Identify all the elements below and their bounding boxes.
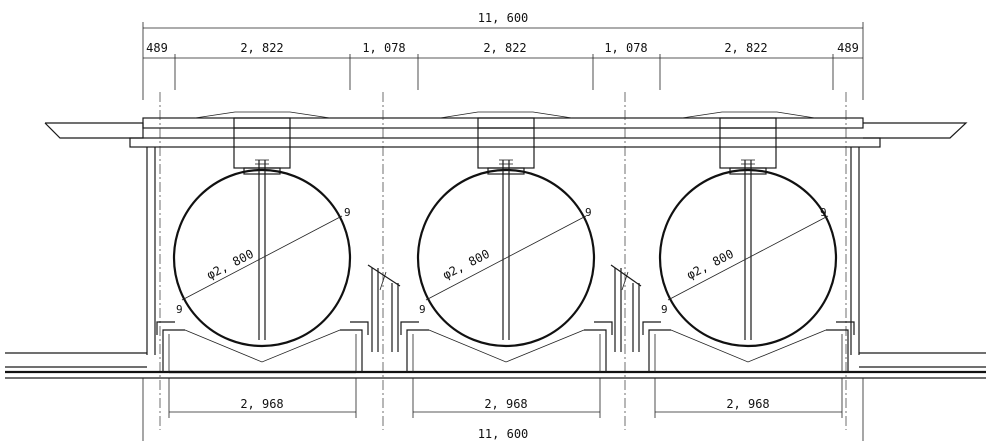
tank-labels: φ2, 800 φ2, 800 φ2, 800 9 9 9 9 9 9 xyxy=(176,206,827,316)
segment-label-1: 489 xyxy=(146,41,168,55)
overall-dimension-top-label: 11, 600 xyxy=(478,11,529,25)
ladder-1 xyxy=(367,264,401,352)
tank-shell-3 xyxy=(658,168,838,348)
diameter-label-2: φ2, 800 xyxy=(440,247,491,282)
wall-label-1a: 9 xyxy=(344,206,351,219)
wall-label-3a: 9 xyxy=(820,206,827,219)
segment-label-2: 2, 822 xyxy=(240,41,283,55)
overall-dimension-top: 11, 600 xyxy=(142,11,864,100)
tank-shell-1 xyxy=(172,168,352,348)
manhole-1 xyxy=(233,117,291,169)
saddle-dimension-label-1: 2, 968 xyxy=(240,397,283,411)
foundation xyxy=(5,352,986,441)
manhole-2 xyxy=(477,117,535,169)
pit-walls xyxy=(146,147,860,355)
tank-shell-2 xyxy=(416,168,596,348)
segment-label-5: 1, 078 xyxy=(604,41,647,55)
wall-label-1b: 9 xyxy=(176,303,183,316)
segment-dimensions-top: 489 2, 822 1, 078 2, 822 1, 078 2, 822 4… xyxy=(143,41,863,90)
segment-label-4: 2, 822 xyxy=(483,41,526,55)
wall-label-3b: 9 xyxy=(661,303,668,316)
top-slab xyxy=(44,111,968,148)
segment-label-3: 1, 078 xyxy=(362,41,405,55)
segment-label-6: 2, 822 xyxy=(724,41,767,55)
tank-2 xyxy=(400,117,613,372)
tank-1 xyxy=(156,117,369,374)
diameter-label-1: φ2, 800 xyxy=(204,247,255,282)
segment-label-7: 489 xyxy=(837,41,859,55)
tank-3 xyxy=(642,117,855,372)
saddle-dimensions: 2, 968 2, 968 2, 968 xyxy=(168,378,843,418)
overall-dimension-bottom-label: 11, 600 xyxy=(478,427,529,441)
overall-dimension-bottom: 11, 600 xyxy=(478,427,529,441)
manhole-3 xyxy=(719,117,777,169)
center-lines xyxy=(159,92,847,430)
ladder-2 xyxy=(610,264,642,352)
saddle-dimension-label-3: 2, 968 xyxy=(726,397,769,411)
wall-label-2a: 9 xyxy=(585,206,592,219)
diameter-label-3: φ2, 800 xyxy=(684,247,735,282)
wall-label-2b: 9 xyxy=(419,303,426,316)
saddle-dimension-label-2: 2, 968 xyxy=(484,397,527,411)
